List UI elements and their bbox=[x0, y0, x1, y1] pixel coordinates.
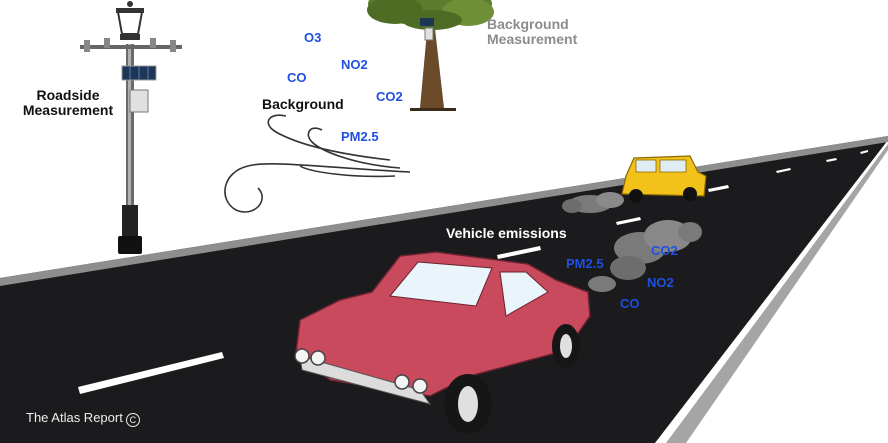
red-car bbox=[294, 251, 591, 434]
vehicle-gas-co2: CO2 bbox=[651, 243, 678, 258]
roadside-sensor-pole bbox=[80, 1, 182, 254]
background-label: Background bbox=[262, 96, 344, 112]
wind-swirls bbox=[224, 114, 411, 213]
background-sensor-tree bbox=[367, 0, 494, 111]
background-gas-pm25: PM2.5 bbox=[341, 129, 379, 144]
vehicle-gas-pm25: PM2.5 bbox=[566, 256, 604, 271]
background-gas-co2: CO2 bbox=[376, 89, 403, 104]
yellow-car bbox=[621, 155, 707, 203]
background-measurement-label: Background Measurement bbox=[487, 16, 578, 48]
copyright-icon: C bbox=[125, 413, 140, 427]
vehicle-gas-no2: NO2 bbox=[647, 275, 674, 290]
vehicle-gas-co: CO bbox=[620, 296, 640, 311]
background-gas-no2: NO2 bbox=[341, 57, 368, 72]
background-gas-co: CO bbox=[287, 70, 307, 85]
exhaust-smoke bbox=[562, 192, 702, 292]
roadside-measurement-label: Roadside Measurement bbox=[22, 87, 114, 119]
vehicle-emissions-label: Vehicle emissions bbox=[446, 225, 567, 241]
credit-label: The Atlas Report bbox=[26, 410, 123, 425]
background-gas-o3: O3 bbox=[304, 30, 322, 45]
road-edge-right bbox=[666, 144, 888, 443]
